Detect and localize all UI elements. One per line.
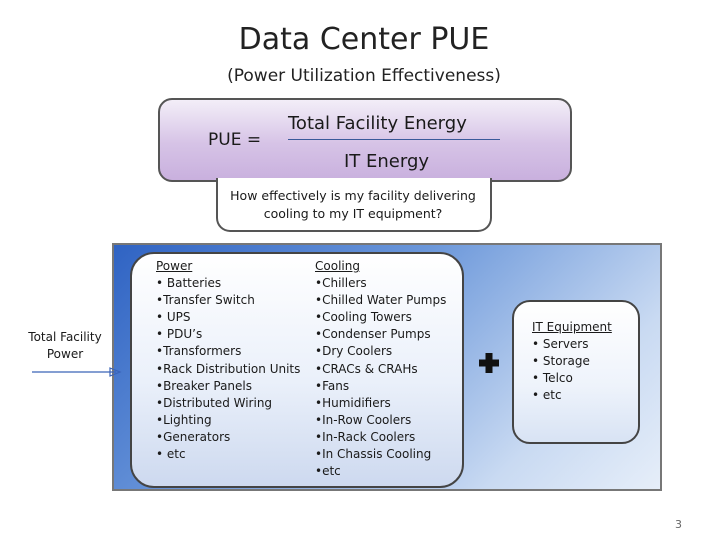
it-equipment-item: • Storage: [532, 354, 590, 369]
it-equipment-list: IT Equipment • Servers • Storage • Telco…: [532, 319, 612, 404]
question-line-1: How effectively is my facility deliverin…: [230, 188, 476, 203]
plus-icon: [477, 351, 501, 375]
cooling-list: Cooling •Chillers •Chilled Water Pumps •…: [315, 258, 446, 480]
power-item: • etc: [156, 447, 186, 462]
cooling-item: •Condenser Pumps: [315, 327, 431, 342]
tfp-line-2: Power: [46, 347, 84, 361]
page-title: Data Center PUE: [238, 22, 490, 57]
cooling-item: •In-Row Coolers: [315, 412, 412, 427]
cooling-item: •Dry Coolers: [315, 344, 393, 359]
power-item: • UPS: [156, 310, 191, 325]
it-equipment-item: • Servers: [532, 337, 589, 352]
cooling-item: •Humidifiers: [315, 395, 391, 410]
power-arrow-icon: [32, 364, 122, 378]
cooling-item: •Fans: [315, 378, 350, 393]
power-item: •Transformers: [156, 344, 242, 359]
power-item: •Breaker Panels: [156, 378, 252, 393]
page-subtitle: (Power Utilization Effectiveness): [227, 66, 501, 86]
power-heading: Power: [156, 259, 193, 273]
power-cooling-box: [130, 252, 464, 488]
cooling-item: •In Chassis Cooling: [315, 447, 432, 462]
tfp-line-1: Total Facility: [28, 330, 102, 344]
it-equipment-box: [512, 300, 640, 444]
pue-label: PUE =: [208, 130, 262, 150]
power-item: •Generators: [156, 429, 231, 444]
it-equipment-item: • etc: [532, 388, 562, 403]
formula-denominator: IT Energy: [344, 151, 430, 172]
cooling-item: •Chilled Water Pumps: [315, 293, 447, 308]
power-item: •Distributed Wiring: [156, 395, 273, 410]
plus-icon-svg: [479, 353, 499, 373]
cooling-item: •Chillers: [315, 276, 367, 291]
page-number: 3: [675, 518, 682, 531]
power-list: Power • Batteries •Transfer Switch • UPS…: [156, 258, 300, 463]
question-text: How effectively is my facility deliverin…: [216, 187, 490, 223]
power-item: • Batteries: [156, 276, 222, 291]
power-item: •Lighting: [156, 412, 212, 427]
power-item: •Transfer Switch: [156, 293, 255, 308]
cooling-item: •Cooling Towers: [315, 310, 412, 325]
power-item: • PDU’s: [156, 327, 203, 342]
fraction-line: [288, 139, 500, 140]
formula-box: [158, 98, 572, 182]
cooling-item: •CRACs & CRAHs: [315, 361, 418, 376]
power-item: •Rack Distribution Units: [156, 361, 301, 376]
cooling-item: •In-Rack Coolers: [315, 429, 416, 444]
cooling-heading: Cooling: [315, 259, 360, 273]
total-facility-power-label: Total Facility Power: [20, 329, 110, 363]
it-equipment-heading: IT Equipment: [532, 320, 612, 334]
power-arrow-svg: [32, 367, 122, 377]
question-line-2: cooling to my IT equipment?: [263, 206, 443, 221]
formula-numerator: Total Facility Energy: [288, 113, 467, 134]
cooling-item: •etc: [315, 464, 341, 479]
it-equipment-item: • Telco: [532, 371, 573, 386]
question-box: [216, 178, 492, 232]
